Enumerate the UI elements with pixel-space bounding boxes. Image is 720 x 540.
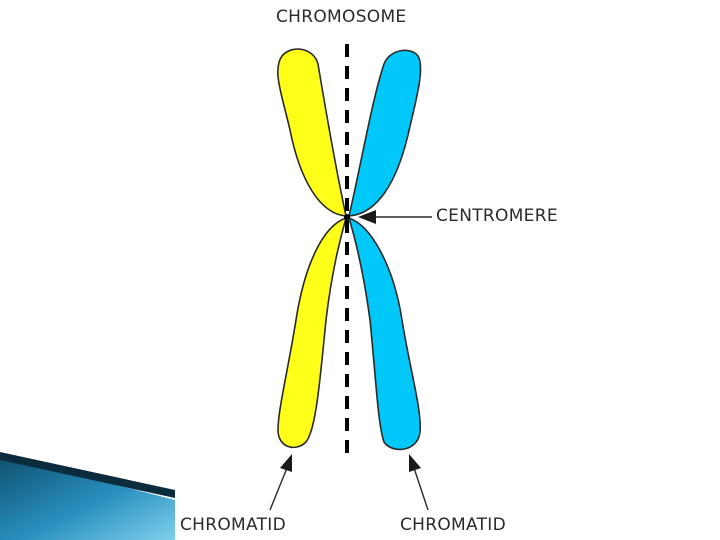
centromere-label: CENTROMERE: [436, 206, 558, 226]
slide-accent-shape: [0, 455, 175, 540]
left-chromatid-lower-arm: [277, 216, 348, 449]
left-chromatid-upper-arm: [277, 48, 348, 217]
arrow-left-icon: [358, 210, 432, 224]
slide-accent-stripe: [0, 452, 175, 498]
arrow-up-icon: [269, 454, 292, 511]
chromosome-label: CHROMOSOME: [276, 7, 407, 27]
right-chromatid-upper-arm: [347, 49, 422, 217]
left-chromatid-label: CHROMATID: [180, 515, 287, 535]
centromere-point: [344, 214, 350, 220]
arrow-up-icon: [409, 454, 429, 511]
right-chromatid-lower-arm: [347, 216, 422, 451]
right-chromatid-label: CHROMATID: [400, 515, 507, 535]
